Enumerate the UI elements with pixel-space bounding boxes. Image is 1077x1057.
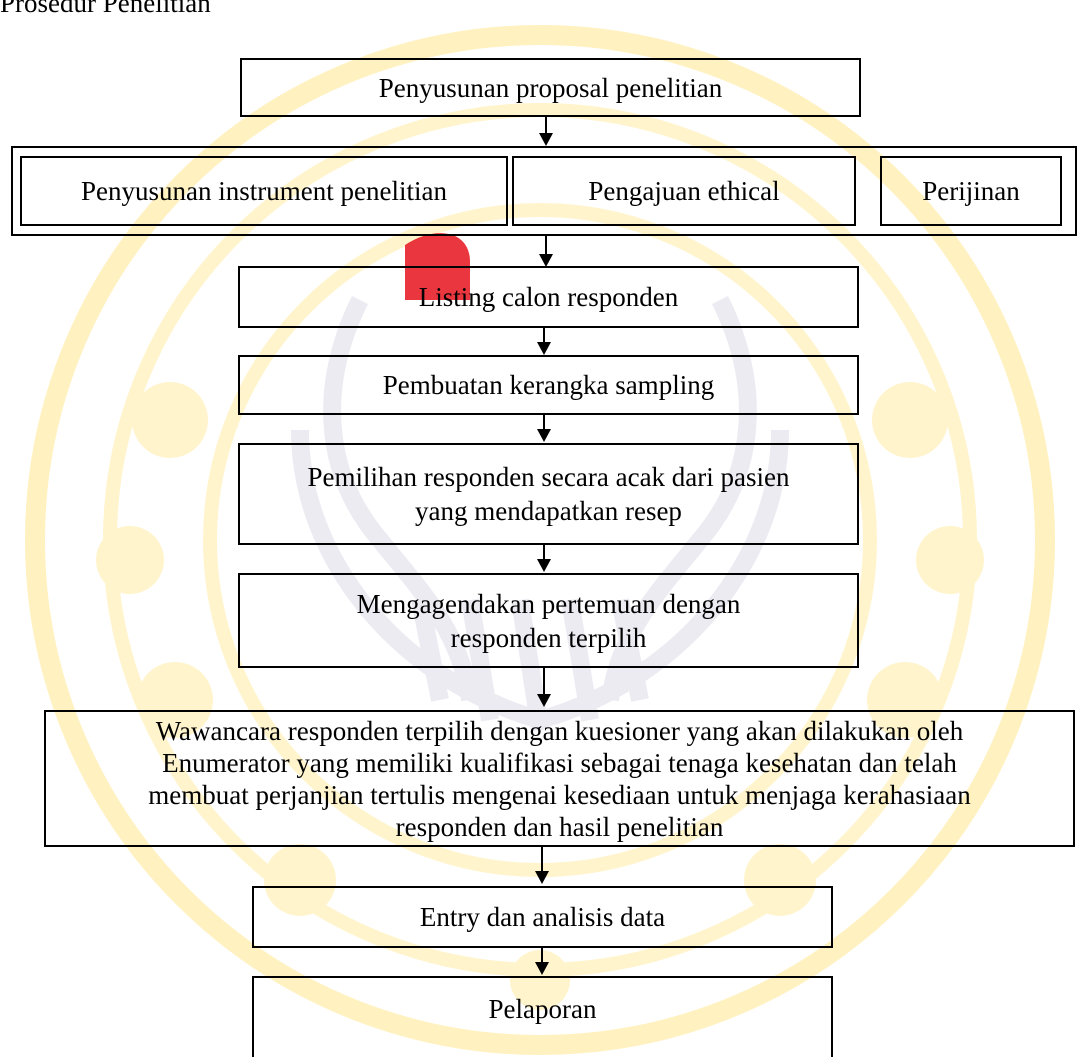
step-interview-line1: Wawancara responden terpilih dengan kues… — [155, 715, 964, 746]
step-interview-line3: membuat perjanjian tertulis mengenai kes… — [148, 779, 971, 810]
section-heading: Prosedur Penelitian — [0, 0, 211, 18]
step-proposal-label: Penyusunan proposal penelitian — [378, 72, 723, 103]
step-interview-line2: Enumerator yang memiliki kualifikasi seb… — [162, 747, 957, 778]
step-listing: Listing calon responden — [238, 266, 859, 328]
step-meeting: Mengagendakan pertemuan dengan responden… — [238, 573, 859, 668]
step-entry-analysis-label: Entry dan analisis data — [419, 902, 666, 932]
step-meeting-line2: responden terpilih — [450, 622, 647, 653]
step-interview: Wawancara responden terpilih dengan kues… — [44, 710, 1075, 847]
step-random-selection-line2: yang mendapatkan resep — [415, 496, 682, 526]
step-report-label: Pelaporan — [488, 994, 597, 1024]
step-random-selection-line1: Pemilihan responden secara acak dari pas… — [307, 462, 790, 492]
step-ethical: Pengajuan ethical — [512, 156, 856, 226]
step-interview-line4: responden dan hasil penelitian — [395, 811, 724, 842]
step-random-selection: Pemilihan responden secara acak dari pas… — [238, 443, 859, 545]
step-sampling-frame: Pembuatan kerangka sampling — [238, 355, 859, 415]
step-perijinan-label: Perijinan — [922, 176, 1020, 206]
step-entry-analysis: Entry dan analisis data — [252, 886, 833, 948]
step-report: Pelaporan — [252, 976, 833, 1057]
step-instrument-label: Penyusunan instrument penelitian — [81, 176, 447, 206]
step-sampling-frame-label: Pembuatan kerangka sampling — [382, 370, 715, 400]
step-proposal: Penyusunan proposal penelitian — [240, 58, 861, 117]
step-instrument: Penyusunan instrument penelitian — [20, 156, 508, 226]
step-listing-label: Listing calon responden — [418, 282, 679, 312]
step-ethical-label: Pengajuan ethical — [588, 176, 780, 206]
step-perijinan: Perijinan — [880, 156, 1062, 226]
step-meeting-line1: Mengagendakan pertemuan dengan — [356, 588, 741, 619]
